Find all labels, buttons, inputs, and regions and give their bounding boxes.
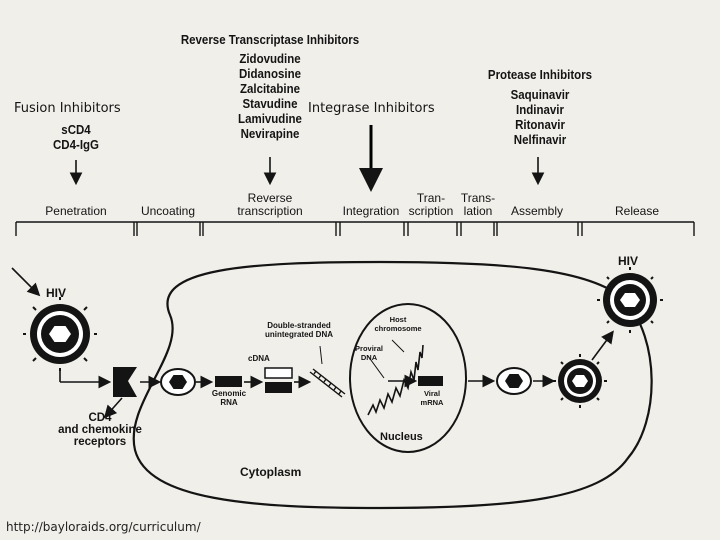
source-url: http://bayloraids.org/curriculum/ bbox=[6, 520, 201, 534]
cdna-label: cDNA bbox=[248, 354, 270, 363]
rt-item: Lamivudine bbox=[238, 112, 302, 126]
protease-inhibitors-group: Protease Inhibitors Saquinavir Indinavir… bbox=[481, 68, 599, 148]
capsid-core bbox=[160, 368, 196, 396]
fusion-inhibitors-list: sCD4 CD4-IgG bbox=[34, 123, 119, 153]
stage-translation: Trans- lation bbox=[460, 191, 496, 218]
viral-mrna-label: Viral mRNA bbox=[420, 389, 444, 407]
protease-item: Nelfinavir bbox=[513, 133, 567, 147]
rt-item: Zidovudine bbox=[239, 52, 301, 66]
rt-item: Nevirapine bbox=[240, 127, 300, 141]
fusion-inhibitors-group: Fusion Inhibitors bbox=[14, 101, 144, 116]
cdna-block bbox=[264, 367, 293, 379]
stage-uncoating: Uncoating bbox=[140, 204, 196, 218]
protease-item: Ritonavir bbox=[515, 118, 565, 132]
receptor-shape bbox=[113, 367, 137, 397]
rt-inhibitors-group: Reverse Transcriptase Inhibitors Zidovud… bbox=[169, 33, 371, 142]
nucleus bbox=[349, 303, 467, 453]
hiv-label-released: HIV bbox=[618, 254, 639, 268]
fusion-item: sCD4 bbox=[61, 123, 91, 137]
stage-release: Release bbox=[614, 204, 660, 218]
stage-timeline bbox=[15, 221, 695, 236]
nucleus-label: Nucleus bbox=[380, 431, 423, 443]
integrase-inhibitors-heading: Integrase Inhibitors bbox=[308, 101, 435, 116]
genomic-rna-label: Genomic RNA bbox=[211, 389, 247, 407]
genomic-rna-block bbox=[215, 376, 242, 387]
receptor-label: CD4 and chemokine receptors bbox=[58, 412, 142, 448]
ds-dna-label: Double-stranded unintegrated DNA bbox=[265, 321, 333, 339]
fusion-inhibitors-heading: Fusion Inhibitors bbox=[14, 101, 121, 116]
rt-item: Zalcitabine bbox=[239, 82, 301, 96]
stage-integration: Integration bbox=[342, 204, 400, 218]
hiv-label-incoming: HIV bbox=[46, 286, 67, 300]
stage-assembly: Assembly bbox=[510, 204, 563, 218]
cell-membrane bbox=[132, 260, 653, 510]
budding-virion bbox=[558, 359, 602, 403]
protease-item: Indinavir bbox=[516, 103, 564, 117]
viral-mrna-block bbox=[418, 376, 443, 386]
host-chromosome bbox=[367, 344, 424, 416]
rt-item: Didanosine bbox=[239, 67, 301, 81]
hiv-virion-released bbox=[603, 273, 657, 327]
stage-transcription: Tran- scription bbox=[408, 191, 454, 218]
host-chromosome-label: Host chromosome bbox=[374, 315, 422, 333]
protease-inhibitors-heading: Protease Inhibitors bbox=[487, 68, 593, 82]
protease-item: Saquinavir bbox=[510, 88, 570, 102]
rt-inhibitors-heading: Reverse Transcriptase Inhibitors bbox=[180, 33, 360, 47]
stage-reverse-transcription: Reverse transcription bbox=[237, 191, 303, 218]
assembly-capsid bbox=[496, 367, 532, 395]
ds-dna-strand bbox=[309, 368, 346, 398]
cytoplasm-label: Cytoplasm bbox=[240, 465, 302, 479]
stage-penetration: Penetration bbox=[45, 204, 107, 218]
hiv-virion-incoming bbox=[30, 304, 90, 364]
rt-item: Stavudine bbox=[242, 97, 298, 111]
proviral-dna-label: Proviral DNA bbox=[355, 344, 383, 362]
fusion-item: CD4-IgG bbox=[53, 138, 99, 152]
